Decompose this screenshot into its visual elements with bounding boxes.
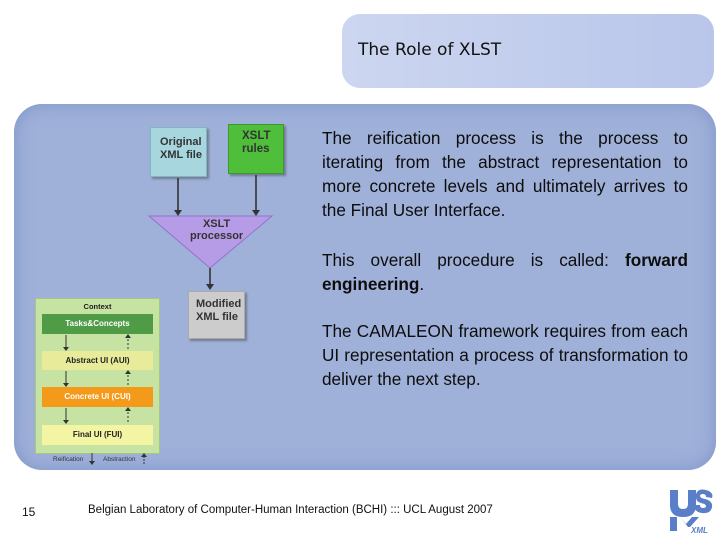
cam-final-ui: Final UI (FUI) [42, 425, 153, 445]
paragraph-forward-engineering: This overall procedure is called: forwar… [322, 248, 688, 296]
modified-label-line1: Modified [196, 298, 242, 310]
para2-bold-term: forward engineering [322, 250, 688, 294]
usixml-logo: XML [666, 486, 716, 538]
modified-label-line2: XML file [196, 311, 238, 323]
legend-reification: Reification [53, 456, 84, 463]
slide-title: The Role of XLST [358, 40, 502, 60]
cam-arrows [63, 334, 131, 424]
camaleon-framework-diagram: Context Tasks&Concepts Abstract UI (AUI)… [35, 298, 160, 454]
title-bar [342, 14, 714, 88]
xslt-rules-box: XSLT rules [228, 124, 284, 174]
para2-prefix: This overall procedure is called: [322, 250, 625, 270]
legend-abstraction: Abstraction [103, 456, 136, 463]
processor-label-line1: XSLT [202, 218, 231, 230]
page-number: 15 [22, 505, 36, 519]
original-xml-file-box: Original XML file [150, 127, 207, 177]
paragraph-camaleon: The CAMALEON framework requires from eac… [322, 321, 688, 389]
reification-arrow-icon [89, 453, 95, 465]
paragraph-reification: The reification process is the process t… [322, 128, 688, 220]
footer-text: Belgian Laboratory of Computer-Human Int… [88, 504, 493, 516]
logo-wordmark: XML [690, 526, 708, 535]
rules-label-line2: rules [242, 143, 270, 155]
xslt-processor-triangle [147, 215, 274, 269]
xslt-processor-label: XSLT processor [190, 218, 243, 242]
cam-concrete-ui: Concrete UI (CUI) [42, 387, 153, 407]
modified-xml-file-box: Modified XML file [188, 291, 245, 339]
abstraction-arrow-icon [141, 453, 147, 465]
cam-tasks-concepts: Tasks&Concepts [42, 314, 153, 334]
original-label-line1: Original [160, 136, 202, 148]
original-label-line2: XML file [160, 149, 202, 161]
processor-label-line2: processor [190, 230, 244, 242]
rules-label-line1: XSLT [242, 130, 271, 142]
cam-context-label: Context [83, 302, 112, 311]
cam-abstract-ui: Abstract UI (AUI) [42, 351, 153, 370]
para2-suffix: . [419, 274, 425, 294]
